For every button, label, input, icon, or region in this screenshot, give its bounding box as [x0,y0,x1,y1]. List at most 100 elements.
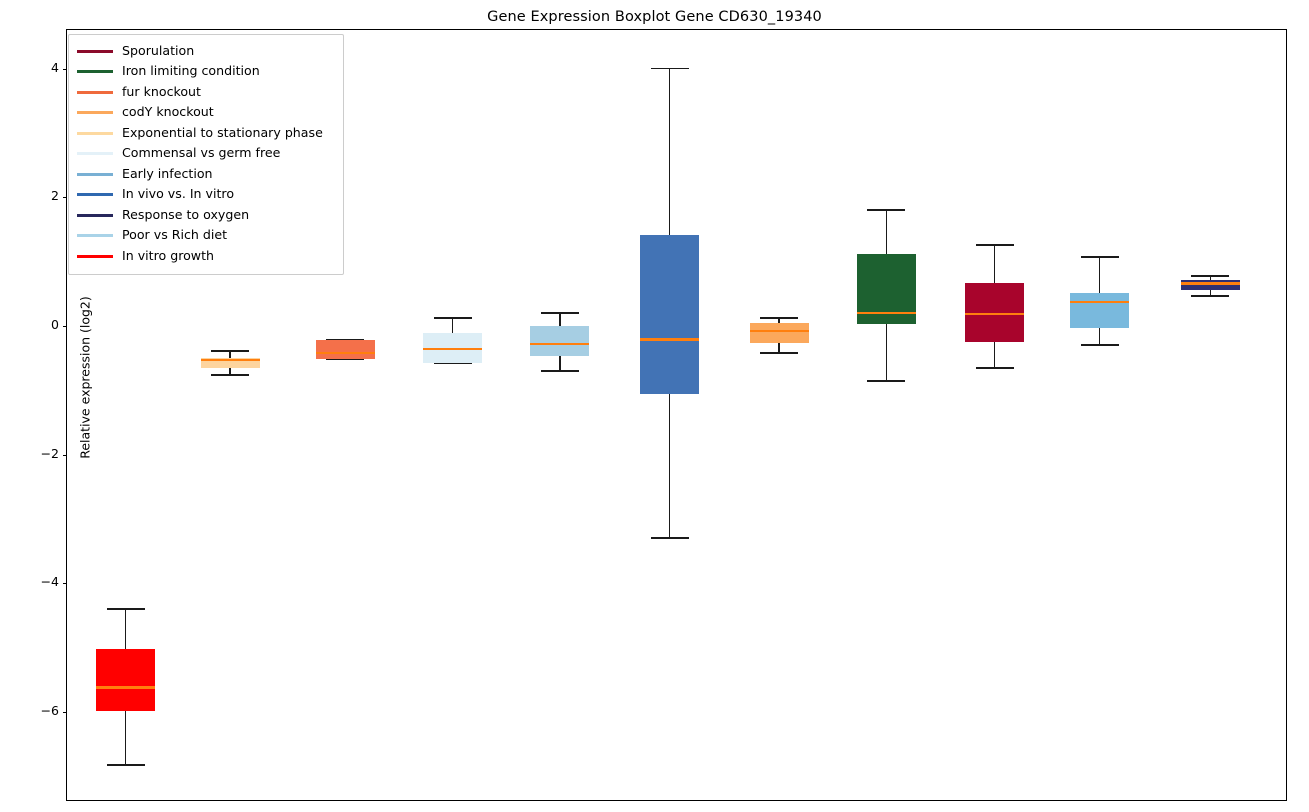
cap-upper [540,312,579,314]
legend-swatch-icon [77,49,113,53]
cap-lower [1191,294,1230,297]
y-tick-0: 4 [28,60,67,75]
box-body[interactable] [1180,279,1240,290]
legend-label: Poor vs Rich diet [122,227,228,243]
whisker-upper [559,313,561,326]
cap-lower [650,537,689,540]
legend-label: Exponential to stationary phase [122,124,323,140]
box-body[interactable] [96,648,156,712]
y-tick-mark [63,325,67,328]
whisker-lower [778,342,780,353]
legend-item-0[interactable]: Sporulation [77,41,333,62]
legend-label: Response to oxygen [122,206,250,222]
median-line [1180,282,1240,285]
box-body[interactable] [749,322,809,343]
median-line [200,358,260,362]
y-tick-1: 2 [28,188,67,203]
cap-upper [433,317,472,320]
cap-lower [540,369,579,372]
cap-lower [867,380,906,383]
y-tick-mark [63,711,67,714]
whisker-lower [229,367,231,375]
box-group [96,30,156,800]
median-line [749,329,809,333]
legend-item-6[interactable]: Early infection [77,164,333,185]
legend-label: In vivo vs. In vitro [122,186,235,202]
whisker-upper [1209,275,1212,280]
legend-swatch-icon [77,254,113,258]
box-group [423,30,483,800]
box-body[interactable] [315,340,375,359]
y-tick-3: −2 [28,446,67,461]
y-tick-2: 0 [28,317,67,332]
legend-item-10[interactable]: In vitro growth [77,246,333,267]
box-group [965,30,1025,800]
cap-lower [211,373,250,376]
y-tick-mark [63,583,67,585]
legend-item-2[interactable]: fur knockout [77,82,333,103]
legend-item-9[interactable]: Poor vs Rich diet [77,226,333,247]
legend-label: In vitro growth [122,247,215,263]
whisker-lower [559,356,561,371]
median-line [530,342,590,346]
legend-item-7[interactable]: In vivo vs. In vitro [77,185,333,206]
median-line [640,338,699,341]
median-line [856,311,916,315]
whisker-upper [994,244,996,284]
legend-item-4[interactable]: Exponential to stationary phase [77,123,333,144]
y-tick-mark [63,68,67,70]
legend-swatch-icon [77,213,113,217]
median-line [315,351,375,355]
whisker-upper [229,351,231,359]
box-group [1070,30,1130,800]
legend-swatch-icon [77,111,113,115]
cap-lower [760,351,799,354]
whisker-lower [668,394,671,539]
legend-swatch-icon [77,172,113,176]
cap-upper [326,339,365,341]
box-group [315,30,375,800]
cap-upper [1191,274,1230,277]
legend-item-8[interactable]: Response to oxygen [77,205,333,226]
plot-canvas [67,30,1286,800]
y-tick-label: 2 [51,188,59,204]
box-group [640,30,699,800]
y-tick-5: −6 [28,703,67,718]
box-body[interactable] [530,325,590,357]
cap-lower [975,366,1014,369]
legend-item-1[interactable]: Iron limiting condition [77,62,333,83]
whisker-upper [778,318,780,323]
whisker-lower [125,711,127,766]
y-tick-label: −4 [40,574,59,590]
whisker-lower [1099,327,1101,346]
whisker-upper [125,609,127,649]
box-body[interactable] [1070,293,1130,328]
box-body[interactable] [200,358,260,368]
median-line [96,686,156,689]
median-line [423,347,483,351]
cap-upper [1080,256,1119,258]
legend-item-5[interactable]: Commensal vs germ free [77,144,333,165]
whisker-upper [668,68,671,236]
y-tick-mark [63,197,67,199]
box-group [1180,30,1240,800]
y-tick-label: 0 [51,316,59,332]
legend-item-3[interactable]: codY knockout [77,103,333,124]
cap-upper [760,317,799,320]
box-body[interactable] [640,235,699,395]
whisker-upper [452,318,454,333]
y-tick-label: −6 [40,702,59,718]
legend-swatch-icon [77,90,113,94]
legend-label: Iron limiting condition [122,63,260,79]
whisker-lower [885,324,888,382]
y-tick-4: −4 [28,574,67,589]
whisker-lower [994,342,996,368]
y-tick-label: 4 [51,59,59,75]
cap-upper [650,67,689,70]
box-group [200,30,260,800]
median-line [1070,301,1130,304]
cap-upper [106,608,145,610]
